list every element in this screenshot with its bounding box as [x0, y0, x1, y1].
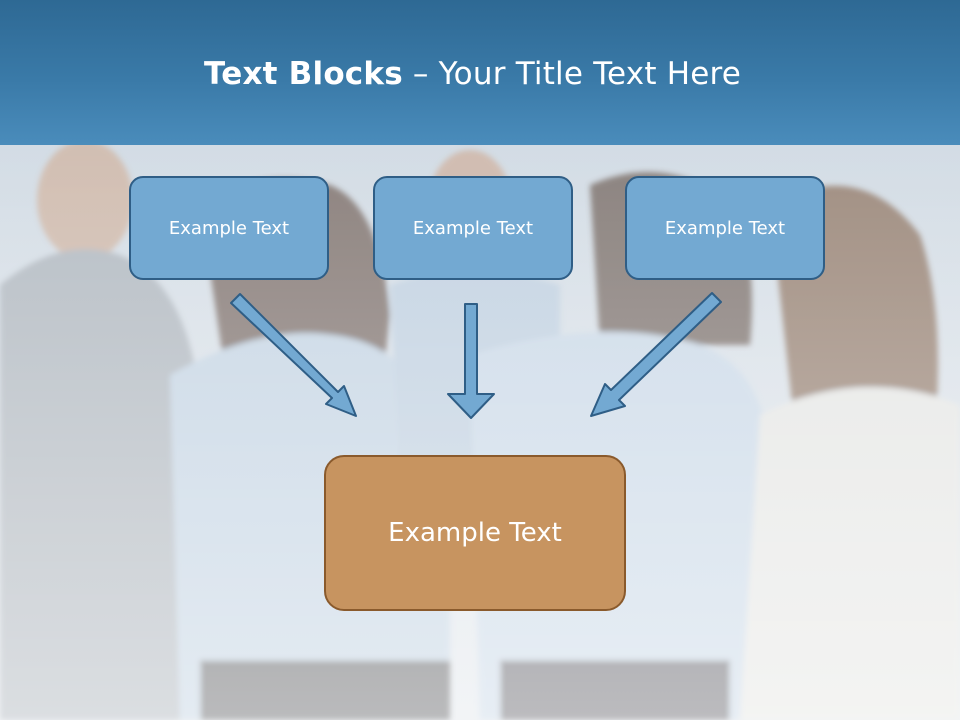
title-regular-part: – Your Title Text Here	[402, 56, 742, 92]
arrow-middle-to-center	[447, 303, 495, 419]
text-block-1-label: Example Text	[168, 217, 290, 239]
title-bold-part: Text Blocks	[204, 56, 403, 92]
arrow-left-to-center	[230, 293, 357, 417]
title-bar: Text Blocks – Your Title Text Here	[0, 0, 960, 145]
text-block-3-label: Example Text	[664, 217, 786, 239]
text-block-1[interactable]: Example Text	[129, 176, 329, 280]
text-block-3[interactable]: Example Text	[625, 176, 825, 280]
center-text-block[interactable]: Example Text	[324, 455, 626, 611]
text-block-2-label: Example Text	[412, 217, 534, 239]
arrow-right-to-center	[590, 292, 722, 417]
slide-title[interactable]: Text Blocks – Your Title Text Here	[204, 56, 741, 92]
center-text-block-label: Example Text	[388, 518, 562, 548]
text-block-2[interactable]: Example Text	[373, 176, 573, 280]
